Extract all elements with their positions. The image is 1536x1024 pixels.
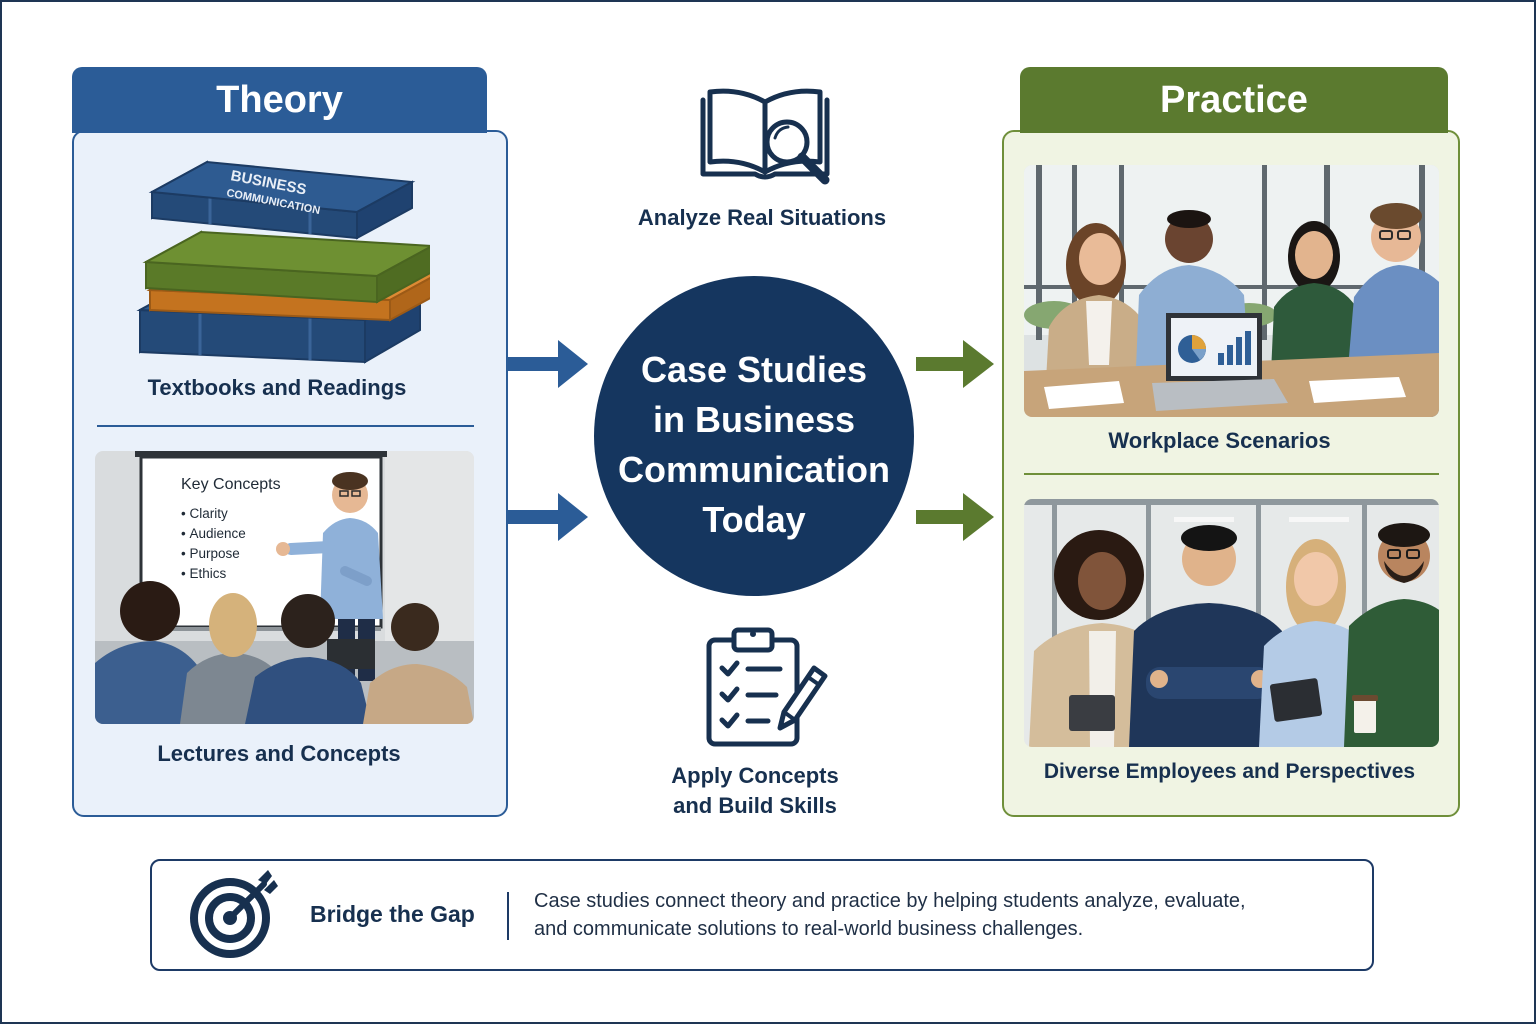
analyze-caption: Analyze Real Situations [637,205,887,230]
center-title: Case Studies in Business Communication T… [617,349,890,540]
board-bullet: Clarity [181,504,361,524]
board-heading: Key Concepts [181,476,281,493]
audience [95,581,474,724]
banner-description: Case studies connect theory and practice… [534,890,1246,940]
board-bullet: Ethics [181,564,361,584]
practice-divider [1024,473,1439,475]
board-bullet: Purpose [181,544,361,564]
person [1259,539,1374,747]
clipboard-checklist-pencil-icon [706,627,828,747]
practice-item-label: Workplace Scenarios [1108,428,1331,453]
board-bullet: Audience [181,524,361,544]
arrow-right-icon [916,340,994,388]
banner-separator [507,892,509,940]
open-book-magnifier-icon [700,88,830,185]
workplace-meeting-photo [1024,165,1439,417]
target-arrow-icon [190,870,278,958]
person [1344,523,1439,747]
books-stack-illustration: BUSINESS COMMUNICATION [136,160,430,364]
bridge-banner [150,859,1374,971]
theory-item-label: Textbooks and Readings [147,375,407,400]
practice-item-label: Diverse Employees and Perspectives [1043,760,1416,783]
book-blue-top: BUSINESS COMMUNICATION [148,160,416,240]
arrow-right-icon [916,493,994,541]
diverse-employees-photo [1024,499,1439,747]
whiteboard-text: Key Concepts Clarity Audience Purpose Et… [181,476,361,584]
apply-caption: Apply Concepts and Build Skills [671,763,839,818]
banner-title: Bridge the Gap [310,901,475,927]
arrow-right-icon [508,340,588,388]
center-circle [594,276,914,596]
theory-divider [97,425,474,427]
laptop [1152,313,1288,411]
theory-tab: Theory [72,67,487,133]
person [1129,525,1289,747]
arrow-right-icon [508,493,588,541]
book-green [142,230,430,304]
theory-item-label: Lectures and Concepts [157,741,401,766]
practice-tab: Practice [1020,67,1448,133]
